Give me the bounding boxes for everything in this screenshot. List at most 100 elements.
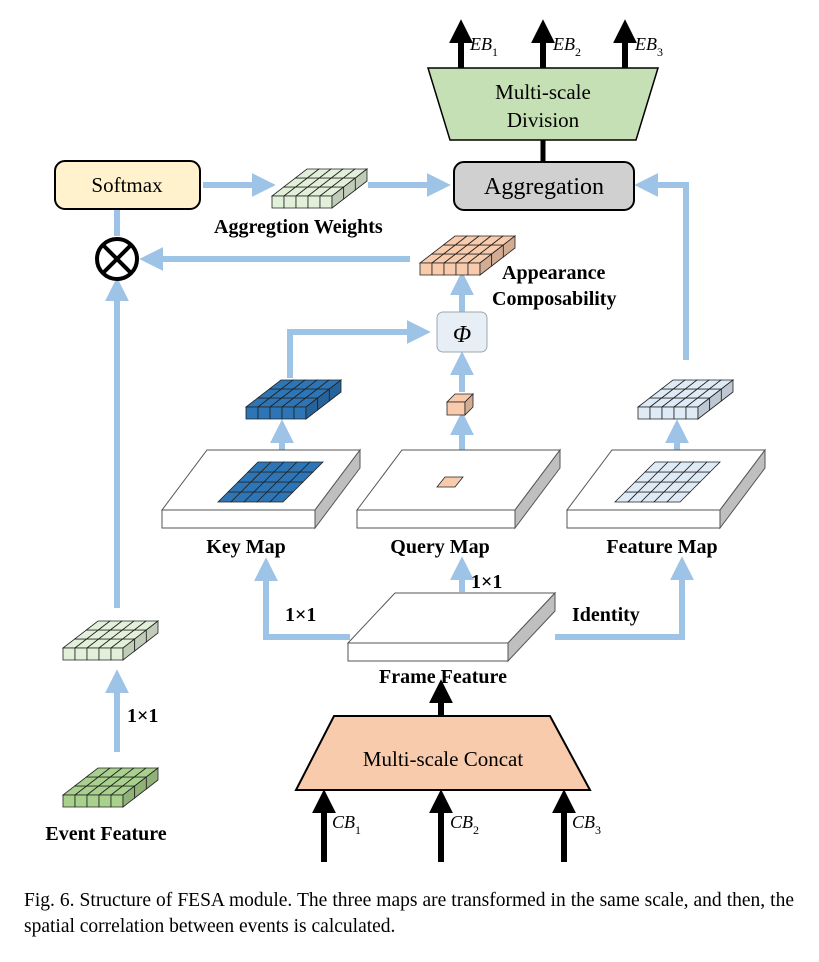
event-weights-grid (61, 620, 160, 661)
plate-front (566, 509, 721, 529)
grid-cell-front (62, 794, 76, 808)
arrow-featurecube-aggregation (634, 173, 689, 360)
grid-cell-front (257, 406, 271, 420)
key-cube-grid (244, 379, 343, 420)
grid-cell-front (86, 647, 100, 661)
plate-grid-cell (696, 461, 721, 473)
event-feature-grid (61, 767, 160, 808)
grid-cell-front (283, 195, 297, 209)
grid-cell-front (443, 262, 457, 276)
grid-cell-side (720, 379, 734, 402)
grid-cell-front (649, 406, 663, 420)
grid-cell-front (110, 794, 124, 808)
appearance-label-line2: Composability (492, 288, 616, 310)
key-map-label: Key Map (206, 536, 285, 558)
conv-label-query: 1×1 (471, 571, 502, 593)
grid-cell-front (295, 195, 309, 209)
arrow-key-phi (287, 320, 431, 378)
feature-map-label: Feature Map (606, 536, 717, 558)
grid-cell-front (419, 262, 433, 276)
event-feature-label: Event Feature (45, 823, 166, 845)
grid-cell-front (74, 794, 88, 808)
grid-cell-front (293, 406, 307, 420)
multiscale-division-node: Multi-scale Division (426, 67, 660, 141)
feature-cube-grid (636, 379, 735, 420)
multiscale-concat-node: Multi-scale Concat (294, 715, 592, 791)
arrow-frame-keymap (254, 557, 350, 640)
grid-cell-front (86, 794, 100, 808)
division-label-line1: Multi-scale (495, 80, 591, 104)
plate-grid-cell (436, 476, 464, 488)
query-map-label: Query Map (390, 536, 489, 558)
input-labels: CB1 CB2 CB3 (332, 812, 601, 837)
aggregation-weights-label: Aggregtion Weights (214, 216, 383, 238)
phi-label: Φ (453, 322, 471, 348)
grid-cell-front (431, 262, 445, 276)
grid-cell-side (354, 168, 368, 191)
key-map-plate (161, 448, 361, 530)
figure-caption: Fig. 6. Structure of FESA module. The th… (24, 890, 794, 937)
input-label-cb2: CB2 (450, 812, 479, 837)
conv-label-key: 1×1 (285, 604, 316, 626)
arrow-frame-featuremap (555, 556, 694, 640)
plate-side (314, 448, 361, 530)
grid-cell-front (637, 406, 651, 420)
grid-cell-front (62, 647, 76, 661)
grid-cell-front (673, 406, 687, 420)
phi-node: Φ (436, 311, 488, 353)
grid-cell-front (446, 401, 466, 416)
plate-front (347, 642, 509, 662)
plate-side (507, 591, 556, 663)
diagram-labels: Aggregtion Weights Appearance Composabil… (45, 216, 717, 845)
appearance-composability-grid (418, 235, 517, 276)
grid-cell-side (464, 393, 474, 416)
plate-side (514, 448, 561, 530)
plate-front (356, 509, 516, 529)
division-label-line2: Division (507, 108, 580, 132)
grid-cell-front (98, 794, 112, 808)
grid-cell-front (455, 262, 469, 276)
query-cube (446, 393, 474, 416)
frame-feature-label: Frame Feature (379, 666, 507, 688)
identity-label: Identity (572, 604, 640, 626)
grid-cell-front (74, 647, 88, 661)
softmax-label: Softmax (91, 173, 163, 197)
output-labels: EB1 EB2 EB3 (469, 34, 663, 59)
aggregation-weights-grid (270, 168, 369, 209)
grid-cell-side (145, 767, 159, 790)
conv-label-event: 1×1 (127, 705, 158, 727)
plate-front (161, 509, 316, 529)
grid-cell-front (661, 406, 675, 420)
plate-side (719, 448, 766, 530)
grid-cell-side (502, 235, 516, 258)
otimes-operator (95, 237, 139, 281)
aggregation-label: Aggregation (484, 174, 604, 200)
input-label-cb1: CB1 (332, 812, 361, 837)
concat-label: Multi-scale Concat (363, 747, 524, 771)
feature-map-plate (566, 448, 766, 530)
input-label-cb3: CB3 (572, 812, 601, 837)
grid-cell-front (685, 406, 699, 420)
output-label-eb2: EB2 (552, 34, 581, 59)
grid-cell-front (98, 647, 112, 661)
grid-cell-front (269, 406, 283, 420)
softmax-node: Softmax (54, 160, 201, 210)
appearance-label-line1: Appearance (502, 262, 605, 284)
fesa-diagram: EB1 EB2 EB3 Multi-scale Division Aggrega… (45, 19, 766, 862)
black-arrows (312, 19, 637, 862)
grid-cell-front (307, 195, 321, 209)
grid-cell-side (328, 379, 342, 402)
frame-feature-plate (346, 591, 557, 663)
query-map-plate (356, 448, 561, 530)
grid-cell-front (319, 195, 333, 209)
grid-cell-front (271, 195, 285, 209)
aggregation-node: Aggregation (453, 161, 635, 211)
grid-cell-side (145, 620, 159, 643)
grid-cell-front (467, 262, 481, 276)
plate-grid-cell (299, 461, 324, 473)
output-label-eb3: EB3 (634, 34, 663, 59)
grid-cell-front (245, 406, 259, 420)
grid-cell-front (281, 406, 295, 420)
grid-cell-front (110, 647, 124, 661)
output-label-eb1: EB1 (469, 34, 498, 59)
